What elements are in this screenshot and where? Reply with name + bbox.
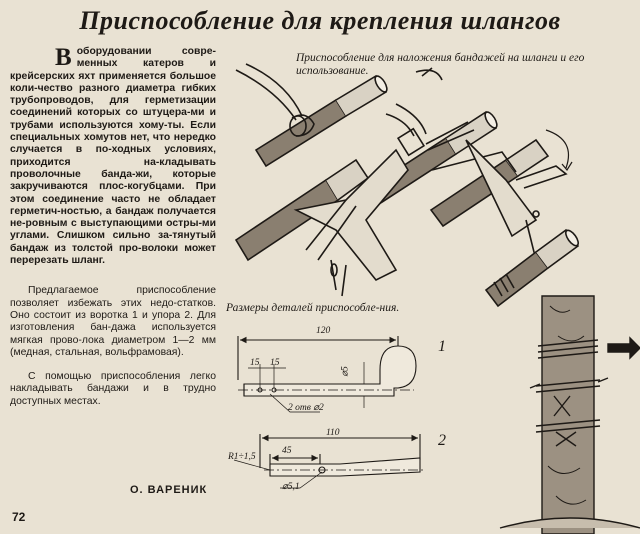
paragraph-1-text: оборудовании совре-менных катеров и крей… [10, 46, 216, 267]
figure-caption-dimensions: Размеры деталей приспособле-ния. [226, 302, 400, 314]
part1-dim-seg1: 15 [250, 358, 260, 368]
part2-drawing [233, 434, 424, 489]
author-name: О. ВАРЕНИК [130, 484, 208, 496]
part1-dim-overall: 120 [316, 326, 331, 336]
part1-dim-diameter: ⌀5 [340, 366, 351, 377]
part2-dim-diameter: ⌀5,1 [282, 482, 300, 492]
drop-cap: В [55, 44, 72, 71]
part1-number: 1 [438, 338, 446, 355]
part2-dim-overall: 110 [326, 428, 340, 438]
page-title: Приспособление для крепления шлангов [79, 6, 561, 35]
hose-illustration [234, 63, 580, 308]
part2-number: 2 [438, 432, 446, 449]
paragraph-2: Предлагаемое приспособление позволяет из… [10, 285, 216, 358]
figure-caption-usage: Приспособление для наложения бандажей на… [296, 52, 585, 77]
page-number: 72 [12, 510, 26, 524]
part1-dim-holes: 2 отв ⌀2 [288, 403, 324, 413]
part1-drawing [237, 336, 417, 413]
paragraph-3: С помощью приспособления легко накладыва… [10, 371, 216, 407]
part2-dim-length: 45 [282, 446, 292, 456]
part1-dim-seg2: 15 [270, 358, 280, 368]
part2-dim-radius: R1÷1,5 [228, 452, 256, 462]
bandaged-hose-illustration [499, 295, 640, 534]
